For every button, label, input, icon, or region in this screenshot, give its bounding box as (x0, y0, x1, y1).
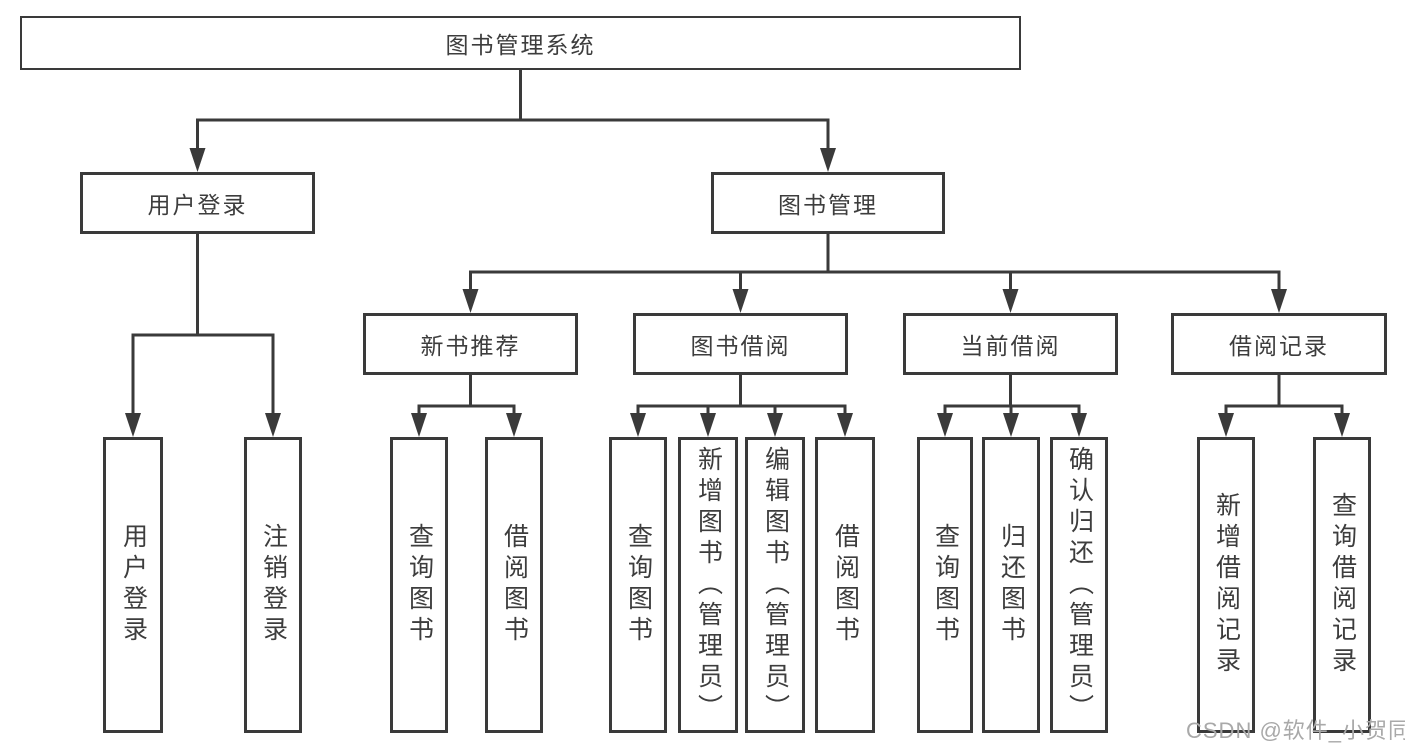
leaf-add-borrow-record: 新增借阅记录 (1197, 437, 1255, 733)
leaf-label: 确认归还（管理员） (1065, 445, 1094, 725)
leaf-borrow-books-borrow: 借阅图书 (815, 437, 875, 733)
leaf-label: 查询图书 (624, 523, 653, 647)
node-label: 图书管理系统 (445, 32, 596, 58)
leaf-label: 编辑图书（管理员） (761, 445, 790, 725)
node-label: 图书借阅 (690, 333, 791, 359)
node-current-borrowing: 当前借阅 (903, 313, 1118, 375)
leaf-logout: 注销登录 (244, 437, 302, 733)
node-book-management: 图书管理 (711, 172, 945, 234)
node-borrowing-records: 借阅记录 (1171, 313, 1387, 375)
leaf-label: 查询图书 (931, 523, 960, 647)
node-book-borrowing: 图书借阅 (633, 313, 848, 375)
node-library-management-system: 图书管理系统 (20, 16, 1021, 70)
node-label: 图书管理 (778, 192, 878, 218)
leaf-borrow-books-recommend: 借阅图书 (485, 437, 543, 733)
leaf-add-book-admin: 新增图书（管理员） (678, 437, 738, 733)
node-label: 借阅记录 (1229, 333, 1329, 359)
node-label: 新书推荐 (420, 333, 521, 359)
leaf-confirm-return-admin: 确认归还（管理员） (1050, 437, 1108, 733)
node-label: 当前借阅 (960, 333, 1061, 359)
leaf-label: 查询图书 (405, 523, 434, 647)
leaf-label: 借阅图书 (831, 523, 860, 647)
node-user-login: 用户登录 (80, 172, 315, 234)
watermark: CSDN @软件_小贺同学 (1186, 718, 1405, 743)
leaf-label: 借阅图书 (500, 523, 529, 647)
leaf-label: 归还图书 (997, 523, 1026, 647)
leaf-label: 注销登录 (259, 523, 288, 647)
leaf-user-login: 用户登录 (103, 437, 163, 733)
leaf-edit-book-admin: 编辑图书（管理员） (745, 437, 805, 733)
leaf-label: 新增借阅记录 (1212, 492, 1241, 678)
leaf-query-books-current: 查询图书 (917, 437, 973, 733)
leaf-return-books: 归还图书 (982, 437, 1040, 733)
leaf-query-books-borrow: 查询图书 (609, 437, 667, 733)
node-label: 用户登录 (147, 192, 248, 218)
leaf-label: 用户登录 (119, 523, 148, 647)
node-new-book-recommendation: 新书推荐 (363, 313, 578, 375)
leaf-label: 查询借阅记录 (1328, 492, 1357, 678)
leaf-query-books-recommend: 查询图书 (390, 437, 448, 733)
leaf-label: 新增图书（管理员） (694, 445, 723, 725)
leaf-query-borrow-record: 查询借阅记录 (1313, 437, 1371, 733)
